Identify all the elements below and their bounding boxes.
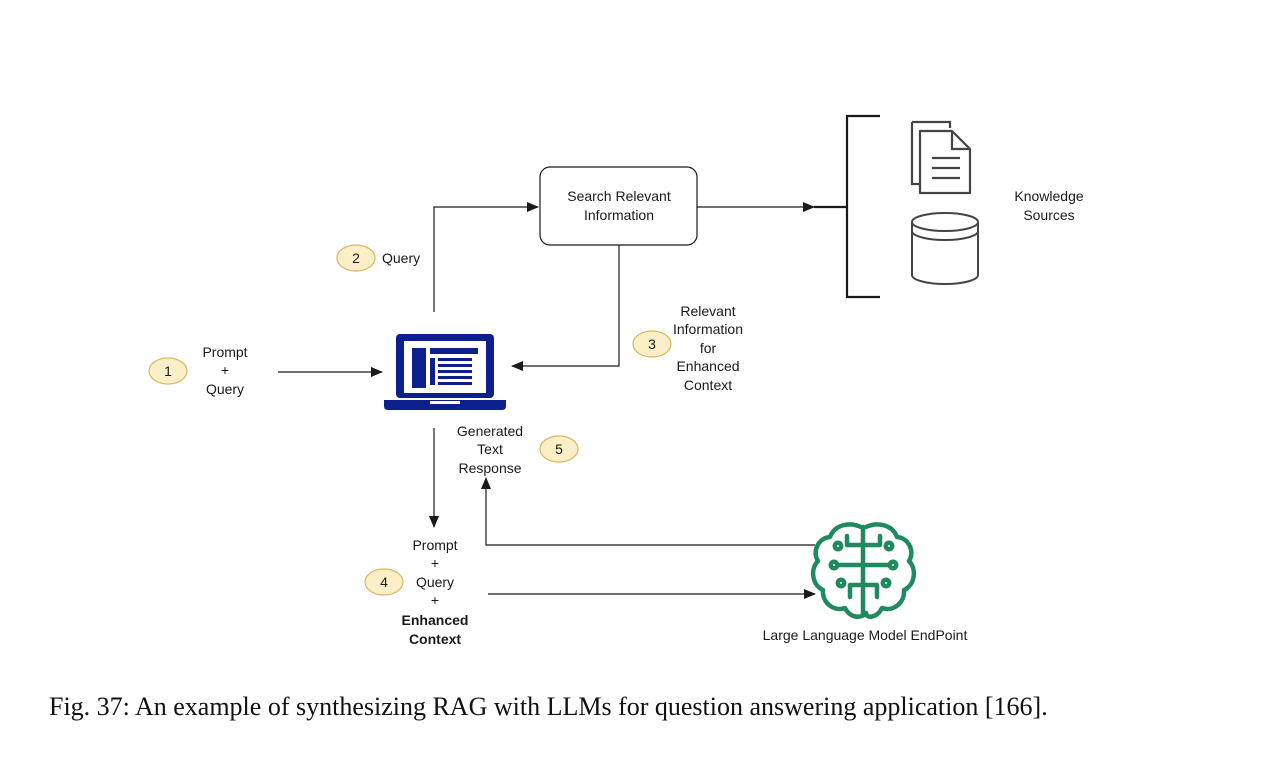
step-3-line2: Information	[673, 321, 743, 337]
brain-circuit-icon	[810, 522, 917, 619]
search-relevant-information-box: Search Relevant Information	[539, 166, 698, 246]
arrow-llm-to-response	[481, 477, 815, 546]
step-5-badge: 5	[539, 435, 579, 463]
arrow-query-to-search	[433, 202, 539, 312]
svg-text:5: 5	[555, 441, 563, 457]
step-1-line2: +	[221, 362, 229, 378]
step-4-line4: +	[431, 592, 439, 608]
svg-text:2: 2	[352, 250, 360, 266]
step-4-line1: Prompt	[412, 537, 457, 553]
document-stack-icon	[910, 120, 972, 195]
step-3-badge: 3	[632, 330, 672, 358]
step-3-line5: Context	[684, 377, 732, 393]
svg-text:1: 1	[164, 363, 172, 379]
step-2-label: Query	[382, 250, 420, 266]
step-4-badge: 4	[364, 568, 404, 596]
step-1-line3: Query	[206, 381, 244, 397]
database-icon	[911, 212, 979, 285]
svg-text:4: 4	[380, 574, 388, 590]
step-3-line4: Enhanced	[676, 358, 739, 374]
step-1-line1: Prompt	[202, 344, 247, 360]
step-4-bold-line2: Context	[409, 631, 461, 647]
search-box-line2: Information	[584, 207, 654, 223]
knowledge-sources-bracket	[845, 114, 880, 299]
step-4-line3: Query	[416, 574, 454, 590]
step-1-badge: 1	[148, 357, 188, 385]
laptop-icon	[384, 334, 506, 410]
step-5-line3: Response	[458, 460, 521, 476]
step-2-badge: 2	[336, 244, 376, 272]
step-5-line1: Generated	[457, 423, 523, 439]
step-5-line2: Text	[477, 441, 503, 457]
rag-diagram: Search Relevant Information Knowledge So…	[148, 114, 1084, 647]
knowledge-sources-line2: Sources	[1023, 207, 1074, 223]
arrow-relevant-info-to-laptop	[511, 245, 620, 371]
step-3-line3: for	[700, 340, 717, 356]
search-box-line1: Search Relevant	[567, 188, 671, 204]
step-4-bold-line1: Enhanced	[402, 612, 469, 628]
step-4-line2: +	[431, 555, 439, 571]
step-3-line1: Relevant	[680, 303, 735, 319]
llm-label: Large Language Model EndPoint	[763, 627, 968, 643]
knowledge-sources-line1: Knowledge	[1014, 188, 1083, 204]
svg-text:3: 3	[648, 336, 656, 352]
figure-caption: Fig. 37: An example of synthesizing RAG …	[49, 692, 1048, 721]
